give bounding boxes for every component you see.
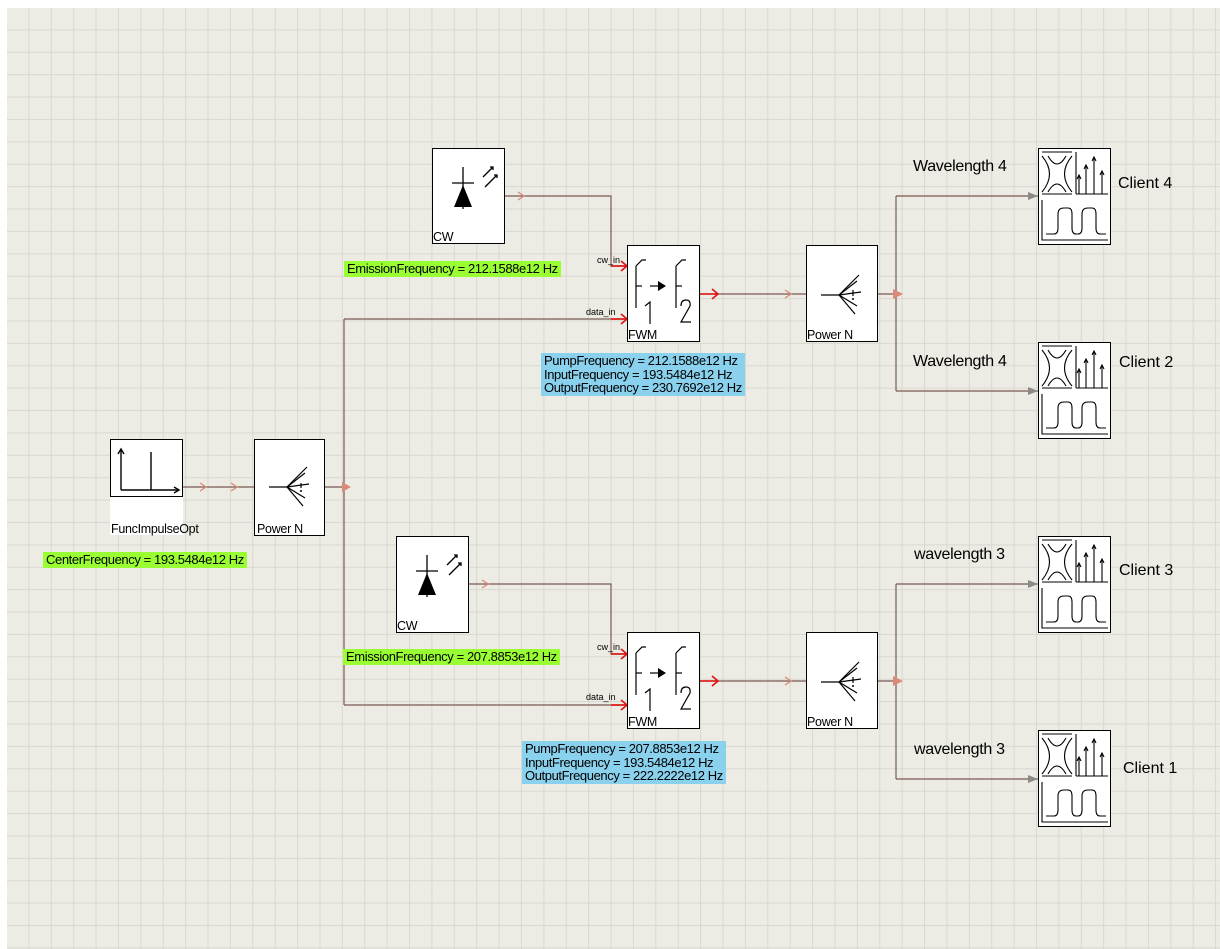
output-wavelength-label: wavelength 3 bbox=[914, 741, 1005, 758]
splitter-icon bbox=[821, 661, 862, 702]
splitter-top-block[interactable]: Power N bbox=[806, 245, 878, 342]
fwm-bottom-block[interactable]: FWM bbox=[627, 632, 700, 729]
fwm-icon bbox=[635, 646, 691, 711]
splitter-icon bbox=[269, 466, 310, 507]
splitter-top-label: Power N bbox=[807, 328, 853, 342]
cw-bottom-label: CW bbox=[397, 619, 418, 633]
fwm-icon bbox=[635, 259, 691, 324]
emission-frequency-bottom-param[interactable]: EmissionFrequency = 207.8853e12 Hz bbox=[343, 649, 560, 665]
splitter-bottom-block[interactable]: Power N bbox=[806, 632, 878, 729]
fwm-bottom-port-data: data_in bbox=[586, 692, 616, 702]
client-analyzer-block[interactable] bbox=[1038, 342, 1111, 439]
fwm-bottom-input: InputFrequency = 193.5484e12 Hz bbox=[525, 754, 714, 770]
emission-frequency-top-param[interactable]: EmissionFrequency = 212.1588e12 Hz bbox=[344, 261, 561, 277]
fwm-top-port-data: data_in bbox=[586, 307, 616, 317]
client-analyzer-block[interactable] bbox=[1038, 536, 1111, 633]
fwm-top-pump: PumpFrequency = 212.1588e12 Hz bbox=[544, 353, 738, 368]
fwm-bottom-label: FWM bbox=[628, 715, 657, 729]
impulse-icon bbox=[110, 439, 183, 497]
output-wavelength-label: wavelength 3 bbox=[914, 546, 1005, 563]
client-label: Client 4 bbox=[1118, 175, 1173, 192]
splitter-main-label: Power N bbox=[257, 522, 303, 536]
fwm-top-input: InputFrequency = 193.5484e12 Hz bbox=[544, 366, 733, 382]
client-analyzer-block[interactable] bbox=[1038, 148, 1111, 245]
fwm-top-output: OutputFrequency = 230.7692e12 Hz bbox=[544, 380, 742, 396]
center-frequency-param[interactable]: CenterFrequency = 193.5484e12 Hz bbox=[43, 552, 247, 568]
output-wavelength-label: Wavelength 4 bbox=[913, 158, 1007, 175]
laser-diode-icon bbox=[452, 166, 498, 209]
fwm-bottom-output: OutputFrequency = 222.2222e12 Hz bbox=[525, 768, 723, 784]
fwm-top-port-cw: cw_in bbox=[597, 255, 621, 265]
impulse-label: FuncImpulseOpt bbox=[111, 522, 199, 536]
cw-bottom-block[interactable]: CW bbox=[396, 536, 469, 633]
fwm-top-label: FWM bbox=[628, 328, 657, 342]
fwm-bottom-port-cw: cw_in bbox=[597, 642, 621, 652]
output-wavelength-label: Wavelength 4 bbox=[913, 353, 1007, 370]
fwm-bottom-pump: PumpFrequency = 207.8853e12 Hz bbox=[525, 741, 719, 756]
splitter-icon bbox=[821, 274, 862, 315]
laser-diode-icon bbox=[416, 554, 462, 597]
fwm-bottom-params[interactable]: PumpFrequency = 207.8853e12 Hz InputFreq… bbox=[522, 741, 726, 784]
cw-top-block[interactable]: CW bbox=[432, 148, 505, 244]
splitter-main-block[interactable]: Power N bbox=[254, 439, 325, 536]
splitter-bottom-label: Power N bbox=[807, 715, 853, 729]
fwm-top-params[interactable]: PumpFrequency = 212.1588e12 Hz InputFreq… bbox=[541, 353, 745, 396]
impulse-source-block[interactable] bbox=[110, 439, 183, 535]
client-label: Client 3 bbox=[1119, 562, 1174, 579]
client-analyzer-block[interactable] bbox=[1038, 730, 1111, 827]
cw-top-label: CW bbox=[433, 230, 454, 244]
schematic-canvas[interactable] bbox=[7, 8, 1220, 949]
client-label: Client 2 bbox=[1119, 354, 1174, 371]
fwm-top-block[interactable]: FWM bbox=[627, 245, 700, 342]
client-label: Client 1 bbox=[1123, 760, 1178, 777]
